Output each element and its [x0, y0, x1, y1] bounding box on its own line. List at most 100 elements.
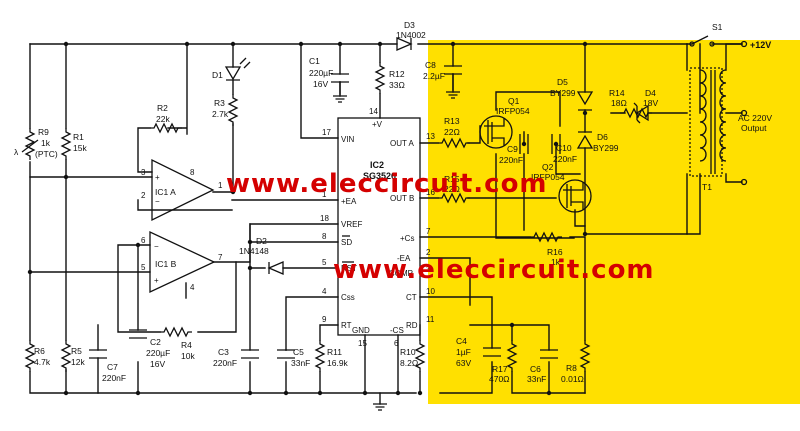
r2-val: 22k [156, 114, 170, 124]
r12-val: 33Ω [389, 80, 405, 90]
num-7: 7 [426, 227, 431, 236]
r16-ref: R16 [547, 247, 563, 257]
pin-rst: RST [341, 264, 357, 273]
c4-ref: C4 [456, 336, 467, 346]
d5-ref: D5 [557, 77, 568, 87]
transformer-t1 [689, 67, 727, 177]
r4-ref: R4 [181, 340, 192, 350]
c6-val: 33nF [527, 374, 546, 384]
pin-ct: CT [406, 293, 417, 302]
num-9: 9 [322, 315, 327, 324]
pin-rd: RD [406, 321, 418, 330]
ic1a-pin2: 2 [141, 191, 146, 200]
ic2-block: IC2 SG3526 VIN +V OUT A OUT B +EA VREF S… [320, 107, 435, 348]
r11-val: 16.9k [327, 358, 349, 368]
supply-label: +12V [750, 40, 771, 50]
num-17: 17 [322, 128, 331, 137]
pin-cs-p: +Cs [400, 234, 414, 243]
c4-cap [483, 347, 501, 357]
c3-val: 220nF [213, 358, 237, 368]
r17-val: 470Ω [489, 374, 510, 384]
pin-gnd: GND [352, 326, 370, 335]
c9-val: 220nF [499, 155, 523, 165]
r5-val: 12k [71, 357, 85, 367]
pin-vin: VIN [341, 135, 355, 144]
ic2-part: SG3526 [363, 171, 396, 181]
num-1: 1 [322, 190, 327, 199]
c2-cap [129, 329, 147, 339]
d1-rays [239, 57, 251, 69]
pin-outb: OUT B [390, 194, 414, 203]
r13-val: 22Ω [444, 127, 460, 137]
c3-cap [241, 349, 259, 359]
c7-ref: C7 [107, 362, 118, 372]
d2-val: 1N4148 [239, 246, 269, 256]
r1-val: 15k [73, 143, 87, 153]
c7-val: 220nF [102, 373, 126, 383]
ground-symbols [332, 73, 461, 411]
r11-resistor [315, 339, 325, 373]
r9-sym: λ [14, 147, 19, 157]
r12-ref: R12 [389, 69, 405, 79]
c5-ref: C5 [293, 347, 304, 357]
s1-ref: S1 [712, 22, 723, 32]
pin-outa: OUT A [390, 139, 415, 148]
d3-val: 1N4002 [396, 30, 426, 40]
num-6: 6 [394, 339, 399, 348]
capacitors [89, 65, 561, 394]
q2-val: IRFP054 [531, 172, 565, 182]
q1-ref: Q1 [508, 96, 520, 106]
d6-diode [576, 131, 594, 149]
pin-ea-p: +EA [341, 197, 357, 206]
ic1a-pin8: 8 [190, 168, 195, 177]
num-13: 13 [426, 132, 435, 141]
ic1a-minus: − [155, 197, 160, 206]
r3-ref: R3 [214, 98, 225, 108]
r17-ref: R17 [492, 364, 508, 374]
ic1a-pin3: 3 [141, 168, 146, 177]
d1-led [224, 66, 242, 81]
ic1b-name: IC1 B [155, 259, 177, 269]
r8-val: 0.01Ω [561, 374, 584, 384]
d2-diode [267, 261, 284, 275]
r2-ref: R2 [157, 103, 168, 113]
d5-diode [576, 91, 594, 111]
switch-s1 [686, 35, 748, 186]
r6-resistor [25, 339, 35, 373]
highlight-panel [428, 40, 800, 404]
ic1b-pin5: 5 [141, 263, 146, 272]
c4-v: 63V [456, 358, 471, 368]
diodes [224, 37, 649, 275]
ic1a-name: IC1 A [155, 187, 176, 197]
c3-ref: C3 [218, 347, 229, 357]
c9-cap [519, 134, 529, 154]
c1-v: 16V [313, 79, 328, 89]
c10-val: 220nF [553, 154, 577, 164]
c6-cap [540, 349, 558, 359]
r6-ref: R6 [34, 346, 45, 356]
t1-ref: T1 [702, 182, 712, 192]
q1-mosfet [479, 115, 513, 149]
ic1b-pin4: 4 [190, 283, 195, 292]
r12-resistor [375, 61, 385, 95]
watermark-bottom: www.eleccircuit.com [333, 255, 655, 285]
r14-ref: R14 [609, 88, 625, 98]
ic1b-minus: − [154, 242, 159, 251]
ic1a-plus: + [155, 173, 160, 182]
num-18: 18 [320, 214, 329, 223]
pin-ea-n: -EA [397, 254, 411, 263]
d1-ref: D1 [212, 70, 223, 80]
c1-ref: C1 [309, 56, 320, 66]
resistors [21, 61, 653, 373]
c5-val: 33nF [291, 358, 310, 368]
r9-val: 1k [41, 138, 51, 148]
ic1b-pin6: 6 [141, 236, 146, 245]
component-labels: D3 1N4002 S1 +12V C1 220µF 16V R12 33Ω C… [14, 20, 772, 384]
ic1a-pin1: 1 [218, 181, 223, 190]
num-14: 14 [369, 107, 378, 116]
num-3: 3 [426, 265, 431, 274]
pin-sd: SD [341, 238, 352, 247]
num-11: 11 [426, 315, 435, 324]
c2-val: 220µF [146, 348, 170, 358]
